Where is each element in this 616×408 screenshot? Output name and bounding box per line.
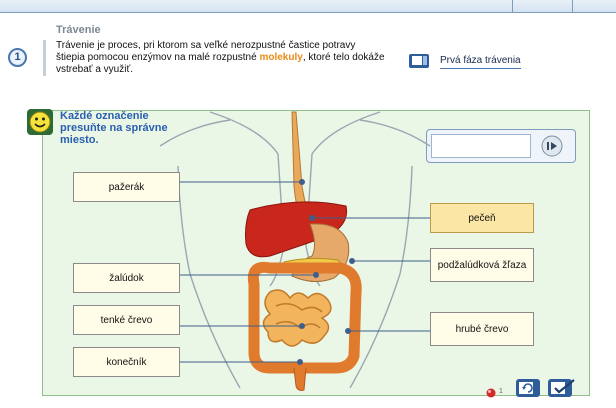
digestive-system-illustration (150, 106, 440, 394)
label-pancreas[interactable]: podžalúdková žľaza (430, 248, 534, 282)
monitor-icon (408, 53, 430, 69)
answer-slot[interactable] (431, 134, 531, 158)
rectum-organ (294, 368, 306, 391)
toolbar-tab[interactable] (572, 0, 616, 12)
section-title: Trávenie (56, 24, 101, 36)
check-answer-button[interactable] (547, 378, 577, 398)
first-phase-label: Prvá fáza trávenia (440, 55, 521, 69)
top-toolbar (0, 0, 616, 13)
label-small-intestine[interactable]: tenké črevo (73, 305, 180, 335)
reset-button[interactable] (515, 378, 541, 398)
progress-dot-icon (486, 388, 496, 398)
play-icon[interactable] (541, 135, 563, 157)
label-liver[interactable]: pečeň (430, 203, 534, 233)
section-divider (43, 40, 46, 76)
smiley-icon (26, 108, 54, 136)
small-intestine-organ (263, 290, 330, 346)
progress-count: 1 (499, 388, 503, 395)
intro-highlight-word: molekuly (259, 52, 302, 63)
label-esophagus[interactable]: pažerák (73, 172, 180, 202)
step-number-badge[interactable]: 1 (8, 48, 27, 67)
label-rectum[interactable]: konečník (73, 347, 180, 377)
intro-text: Trávenie je proces, pri ktorom sa veľké … (56, 40, 386, 76)
label-large-intestine[interactable]: hrubé črevo (430, 312, 534, 346)
first-phase-button[interactable]: Prvá fáza trávenia (408, 52, 534, 72)
label-stomach[interactable]: žalúdok (73, 263, 180, 293)
toolbar-tab[interactable] (512, 0, 573, 12)
answer-drop-area[interactable] (426, 129, 576, 163)
